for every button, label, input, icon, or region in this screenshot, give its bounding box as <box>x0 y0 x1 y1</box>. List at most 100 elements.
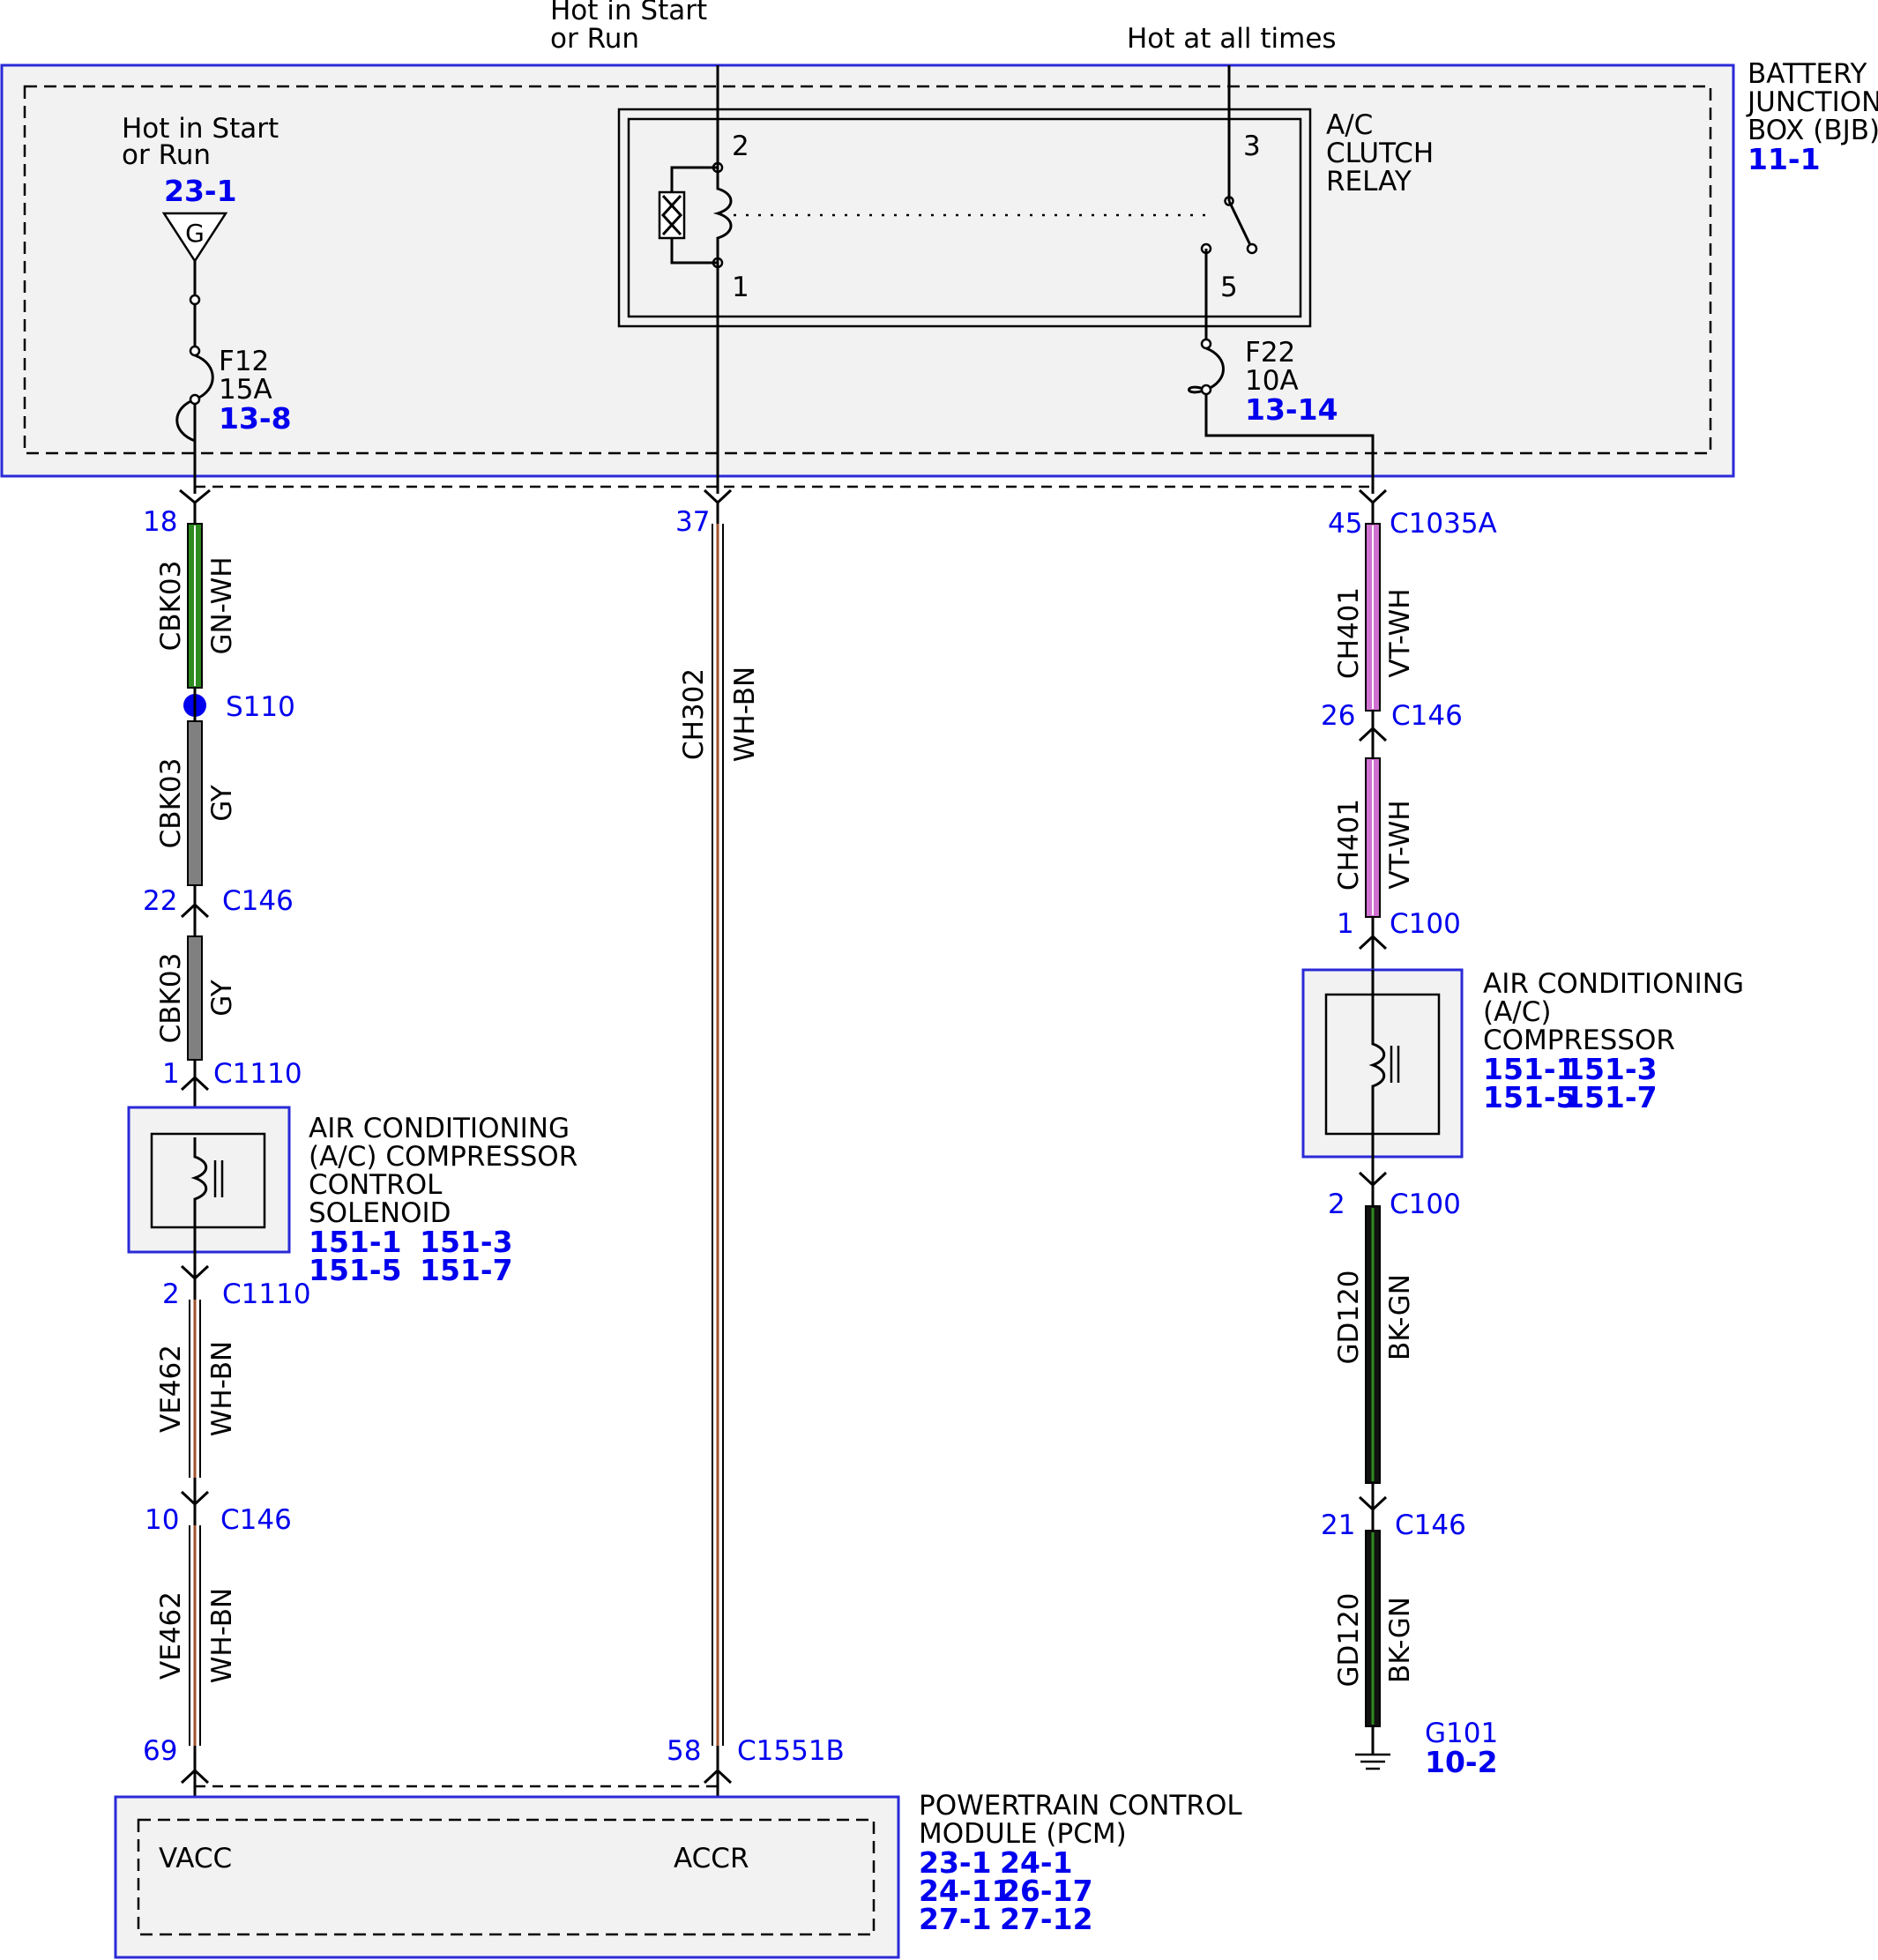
bjb-ref[interactable]: 11-1 <box>1748 142 1821 176</box>
feed-hot-run-line1: Hot in Start <box>550 0 707 26</box>
relay-name-line3: RELAY <box>1326 166 1412 197</box>
battery-junction-box: BATTERY JUNCTION BOX (BJB) 11-1 <box>0 58 1878 478</box>
solenoid-name-line4: SOLENOID <box>309 1197 451 1229</box>
wire-cbk03-gy-upper[interactable] <box>187 720 203 886</box>
middle-c1551b-name: C1551B <box>737 1735 845 1767</box>
wire-ve462-wh-bn-upper[interactable] <box>189 1300 201 1478</box>
compressor-ref-1[interactable]: 151-1 <box>1483 1052 1576 1086</box>
wire-ch302-wh-bn[interactable] <box>712 524 724 1746</box>
left-c146b-connector-icon <box>180 1490 210 1507</box>
solenoid-coil-icon <box>190 1137 208 1252</box>
pcm-pin-vacc: VACC <box>159 1843 232 1874</box>
fuse-f22-ref[interactable]: 13-14 <box>1245 392 1338 427</box>
right-c1035a-pin: 45 <box>1328 508 1362 540</box>
relay-pin5: 5 <box>1220 272 1238 303</box>
middle-c1551b-pin: 58 <box>667 1735 701 1767</box>
right-c146b-pin: 21 <box>1321 1509 1355 1541</box>
solenoid-ref-2[interactable]: 151-3 <box>420 1225 513 1259</box>
right-w3-circuit: GD120 <box>1333 1270 1365 1364</box>
pcm-ref-4[interactable]: 26-17 <box>1000 1874 1093 1908</box>
relay-name-line1: A/C <box>1326 109 1373 141</box>
compressor-ref-2[interactable]: 151-3 <box>1564 1052 1658 1086</box>
left-c146a-name: C146 <box>222 885 294 917</box>
right-w1-color: VT-WH <box>1384 588 1416 677</box>
pcm-name-line2: MODULE (PCM) <box>919 1818 1127 1850</box>
left-c1110-2-name: C1110 <box>222 1278 311 1310</box>
fuse-f12-name: F12 <box>219 346 269 377</box>
compressor-ref-3[interactable]: 151-5 <box>1483 1080 1576 1114</box>
right-c100-1-name: C100 <box>1390 908 1461 940</box>
wire-ch401-vt-wh-lower[interactable] <box>1365 757 1381 918</box>
ground-g101-name: G101 <box>1425 1718 1498 1749</box>
compressor-name-line1: AIR CONDITIONING <box>1483 968 1744 1000</box>
left-w1-color: GN-WH <box>206 556 238 654</box>
pcm-ref-5[interactable]: 27-1 <box>919 1902 992 1936</box>
middle-c37-pin: 37 <box>675 506 710 538</box>
wire-ve462-wh-bn-lower[interactable] <box>189 1525 201 1746</box>
solenoid-ref-4[interactable]: 151-7 <box>420 1253 513 1287</box>
compressor-coil-icon <box>1368 970 1386 1157</box>
middle-w1-color: WH-BN <box>729 667 761 763</box>
feed-hot-run-line2: or Run <box>550 23 639 55</box>
bjb-feed-line1: Hot in Start <box>122 113 279 145</box>
pcm-ref-6[interactable]: 27-12 <box>1000 1902 1093 1936</box>
right-w2-color: VT-WH <box>1384 800 1416 889</box>
bjb-name-line3: BOX (BJB) <box>1748 115 1878 146</box>
relay-pin3: 3 <box>1243 130 1261 162</box>
left-w4-color: WH-BN <box>206 1341 238 1437</box>
left-w2-color: GY <box>206 785 238 821</box>
ac-compressor-control-solenoid <box>127 1106 291 1254</box>
wire-ch401-vt-wh-upper[interactable] <box>1365 523 1381 712</box>
fuse-f22-name: F22 <box>1245 337 1295 369</box>
fuse-f22-rating: 10A <box>1245 365 1299 397</box>
solenoid-ref-1[interactable]: 151-1 <box>309 1225 402 1259</box>
left-c1110-1-name: C1110 <box>213 1058 302 1090</box>
ignition-feed-symbol: G <box>185 219 205 248</box>
left-pcm-connector-icon <box>180 1768 210 1785</box>
right-c146b-connector-icon <box>1358 1495 1388 1512</box>
ground-g101-icon <box>1355 1726 1390 1770</box>
wire-cbk03-gy-lower[interactable] <box>187 935 203 1061</box>
bjb-feed-ref[interactable]: 23-1 <box>164 174 237 208</box>
left-c1110-2-pin: 2 <box>162 1278 180 1310</box>
fuse-f22-icon <box>1188 249 1375 494</box>
left-w2-circuit: CBK03 <box>155 758 187 849</box>
left-c146-connector-icon <box>180 902 210 919</box>
left-c146b-name: C146 <box>220 1504 292 1536</box>
pcm-ref-1[interactable]: 23-1 <box>919 1845 992 1880</box>
wire-gd120-bk-gn-upper[interactable] <box>1365 1205 1381 1484</box>
left-c1110-1-pin: 1 <box>162 1058 180 1090</box>
bjb-outline <box>0 63 1735 478</box>
ignition-feed-triangle-icon <box>161 212 228 264</box>
right-w3-color: BK-GN <box>1384 1274 1416 1360</box>
pcm-ref-2[interactable]: 24-1 <box>1000 1845 1073 1880</box>
relay-name-line2: CLUTCH <box>1326 138 1434 169</box>
relay-switch-contact-icon <box>1227 200 1254 250</box>
solenoid-ref-3[interactable]: 151-5 <box>309 1253 402 1287</box>
compressor-name-line3: COMPRESSOR <box>1483 1025 1675 1056</box>
right-c100-bottom-connector-icon <box>1358 1171 1388 1188</box>
fuse-f12-icon <box>175 261 214 494</box>
wire-gd120-bk-gn-lower[interactable] <box>1365 1530 1381 1727</box>
right-w1-circuit: CH401 <box>1333 587 1365 679</box>
pcm-ref-3[interactable]: 24-11 <box>919 1874 1012 1908</box>
compressor-ref-4[interactable]: 151-7 <box>1564 1080 1658 1114</box>
fuse-f12-ref[interactable]: 13-8 <box>219 401 292 436</box>
solenoid-name-line3: CONTROL <box>309 1169 443 1201</box>
right-w2-circuit: CH401 <box>1333 799 1365 891</box>
ground-g101-ref[interactable]: 10-2 <box>1425 1745 1498 1779</box>
left-w3-color: GY <box>206 980 238 1016</box>
ac-compressor <box>1301 968 1464 1159</box>
right-c100-2-pin: 2 <box>1328 1189 1345 1220</box>
relay-pin1: 1 <box>732 272 749 303</box>
right-c146a-connector-icon <box>1358 726 1388 742</box>
relay-pin2: 2 <box>732 130 749 162</box>
fuse-f12-rating: 15A <box>219 374 272 406</box>
bjb-name-line1: BATTERY <box>1748 58 1867 90</box>
left-c146b-pin: 10 <box>145 1504 179 1536</box>
bjb-dashed-boundary <box>23 85 1712 455</box>
relay-coil-icon <box>712 168 733 263</box>
left-c18-pin: 18 <box>143 506 177 538</box>
right-c146a-pin: 26 <box>1321 700 1355 732</box>
